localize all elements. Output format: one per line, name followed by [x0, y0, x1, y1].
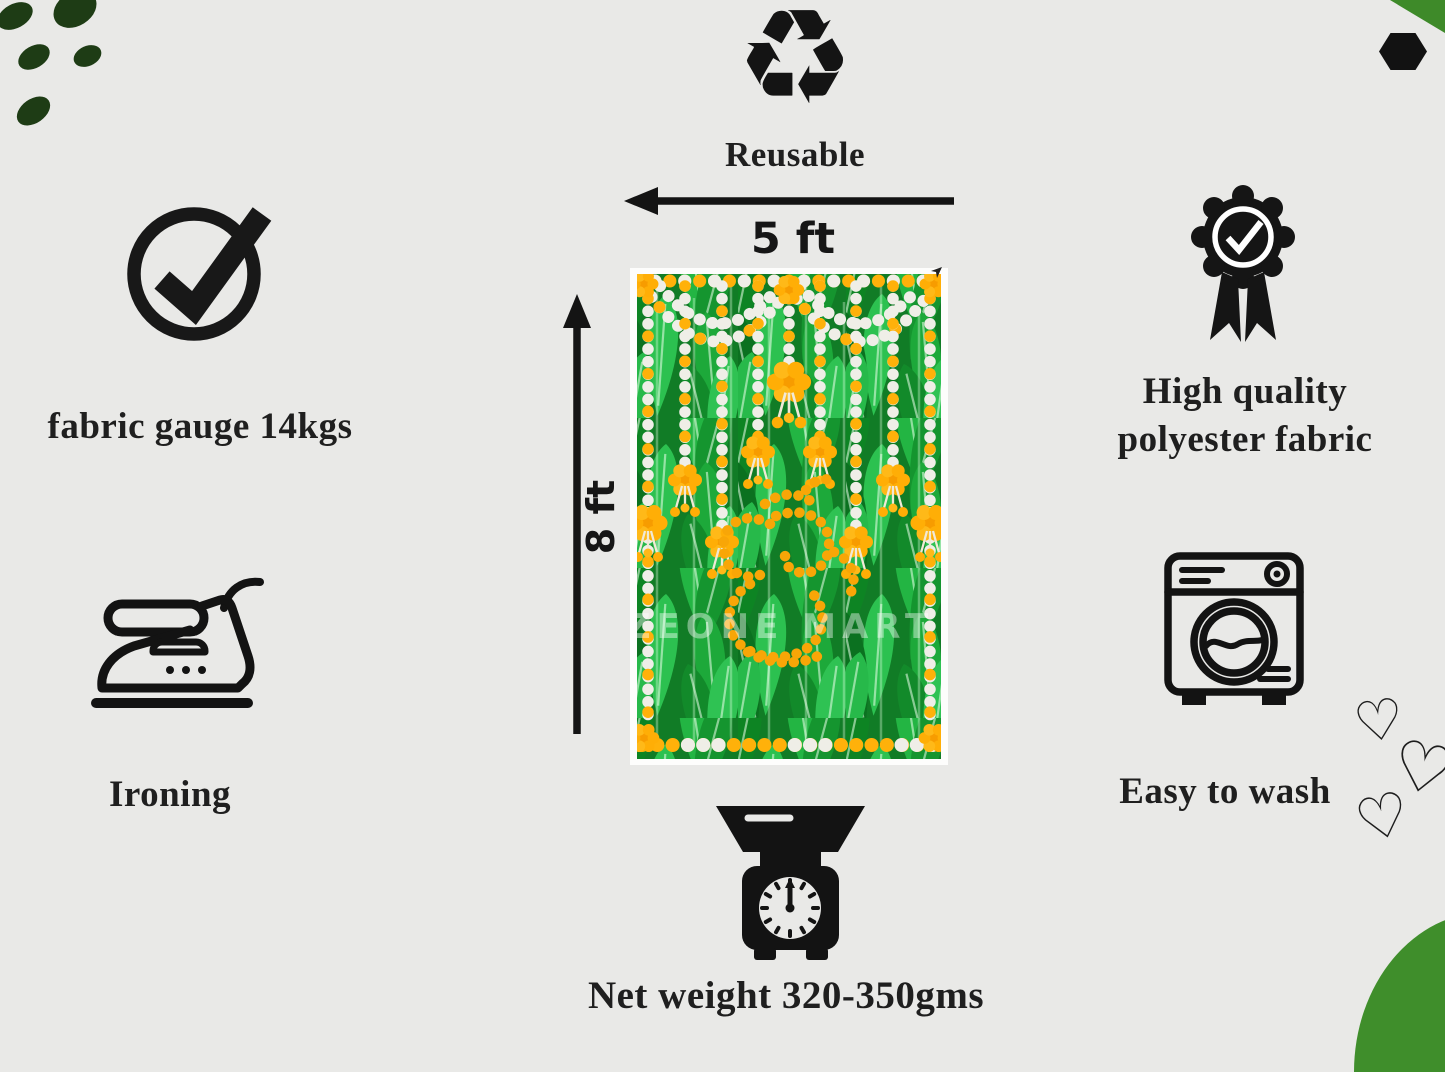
- seed-shape: [46, 0, 104, 36]
- easy-wash-label: Easy to wash: [1119, 771, 1331, 812]
- net-weight-label: Net weight 320-350gms: [587, 974, 985, 1017]
- ironing-label: Ironing: [108, 774, 232, 815]
- seed-shape: [13, 38, 55, 76]
- product-photo-banana-leaf-backdrop: ZEONE MART: [630, 268, 948, 765]
- deco-green-wedge: [1390, 0, 1445, 33]
- washing-machine-icon: [1164, 552, 1304, 705]
- width-arrow: [624, 187, 954, 215]
- width-label: 5 ft: [750, 214, 836, 264]
- seed-shape: [0, 0, 38, 36]
- fabric-gauge-label: fabric gauge 14kgs: [47, 406, 353, 447]
- deco-black-hexagon: [1379, 33, 1427, 70]
- high-quality-line1: High quality: [1142, 371, 1348, 412]
- high-quality-label: High quality polyester fabric: [1085, 368, 1405, 464]
- deco-green-blob: [1354, 912, 1445, 1072]
- height-label: 8 ft: [579, 479, 623, 555]
- seed-shape: [70, 40, 105, 72]
- recycle-icon: ♻: [735, 0, 855, 135]
- weighing-scale-icon: [716, 806, 865, 960]
- iron-icon: [91, 577, 264, 708]
- reusable-label: Reusable: [724, 135, 866, 174]
- watermark-text: ZEONE MART: [630, 607, 934, 647]
- seed-shape: [11, 90, 56, 132]
- cursor-artifact: [931, 267, 942, 278]
- award-badge-icon: [1191, 185, 1295, 342]
- ganesha-flower-motif: [718, 473, 859, 668]
- high-quality-line2: polyester fabric: [1117, 419, 1373, 461]
- check-circle-icon: [127, 207, 272, 341]
- height-arrow: [563, 294, 591, 734]
